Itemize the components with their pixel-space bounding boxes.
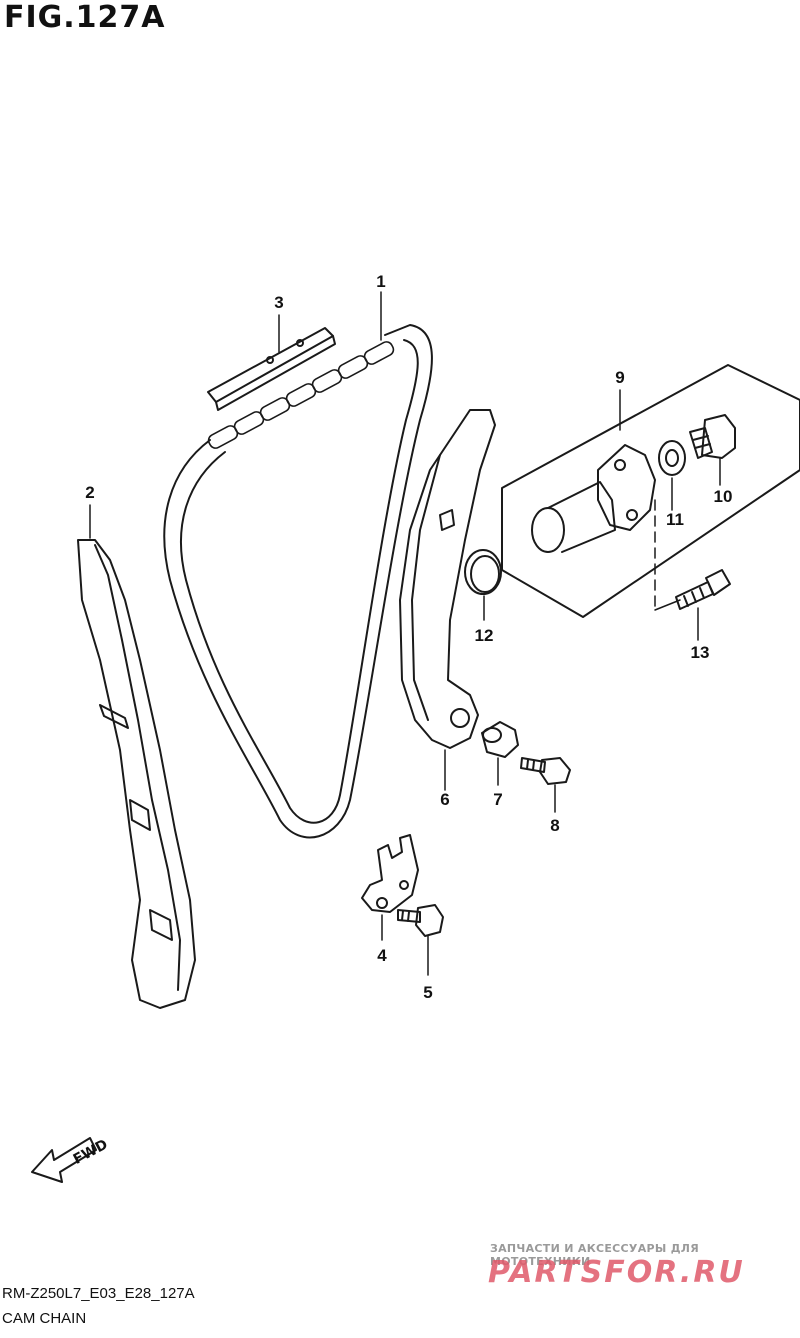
callout-7: 7 (493, 790, 503, 809)
o-ring (464, 549, 502, 621)
bracket-bolt (397, 904, 444, 976)
callout-1: 1 (376, 272, 386, 291)
washer (658, 440, 686, 511)
callout-4: 4 (377, 946, 387, 965)
figure-name: CAM CHAIN (2, 1310, 87, 1327)
callout-6: 6 (440, 790, 450, 809)
rear-chain-guide (77, 504, 196, 1009)
tensioner-cap-bolt (689, 414, 736, 486)
watermark-logo: PARTSFOR.RU (488, 1255, 745, 1290)
watermark-tagline: ЗАПЧАСТИ И АКСЕССУАРЫ ДЛЯ МОТОТЕХНИКИ (490, 1242, 700, 1268)
cam-chain (163, 291, 433, 839)
fwd-arrow-icon (31, 1137, 97, 1183)
callout-13: 13 (690, 643, 710, 662)
callout-3: 3 (274, 293, 284, 312)
tensioner-assembly (501, 364, 800, 618)
figure-title: FIG.127A (4, 0, 166, 35)
callout-10: 10 (713, 487, 733, 506)
callout-12: 12 (474, 626, 494, 645)
pivot-bolt (520, 757, 571, 813)
tensioner-guide (399, 409, 496, 791)
collar (481, 721, 519, 786)
callout-2: 2 (85, 483, 95, 502)
chain-guide-plate (207, 314, 336, 411)
tensioner-mount-bolt (675, 569, 731, 641)
callout-5: 5 (423, 983, 433, 1002)
stopper-bracket (361, 834, 419, 941)
callout-11: 11 (666, 510, 684, 529)
figure-code: RM-Z250L7_E03_E28_127A (2, 1285, 195, 1302)
callout-9: 9 (615, 368, 625, 387)
callout-8: 8 (550, 816, 560, 835)
